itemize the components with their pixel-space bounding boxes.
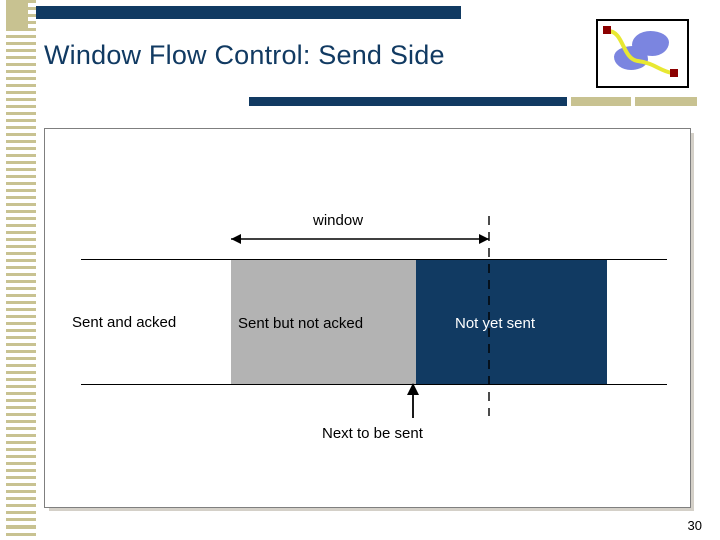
window-label: window [313, 212, 364, 229]
segment-bottom-border [81, 384, 667, 385]
segment-label-sent-and-acked: Sent and acked [72, 314, 177, 331]
segment-not-yet-sent [416, 259, 607, 384]
endpoint-square-top-left [603, 26, 611, 34]
endpoint-square-bottom-right [670, 69, 678, 77]
segment-label-sent-but-not-acked: Sent but not acked [238, 315, 364, 332]
bottom-stripe-accent [6, 526, 36, 540]
stripe-solid-block [6, 0, 28, 30]
segment-top-border [81, 259, 667, 260]
cloud-network-logo [596, 19, 689, 88]
title-underline-accent-2 [635, 97, 697, 106]
stripe-pattern [6, 0, 36, 540]
next-to-be-sent-label: Next to be sent [322, 425, 423, 442]
page-number: 30 [687, 518, 702, 533]
segment-sent-but-not-acked [231, 259, 416, 384]
page-title: Window Flow Control: Send Side [44, 40, 445, 70]
link-curve-icon [607, 29, 673, 75]
segment-sent-and-acked [81, 259, 231, 384]
left-decorative-band [0, 0, 36, 540]
segment-label-not-yet-sent: Not yet sent [455, 315, 536, 332]
title-underline-accent-1 [571, 97, 631, 106]
title-underline-bar [249, 97, 567, 106]
top-accent-bar [36, 6, 461, 19]
